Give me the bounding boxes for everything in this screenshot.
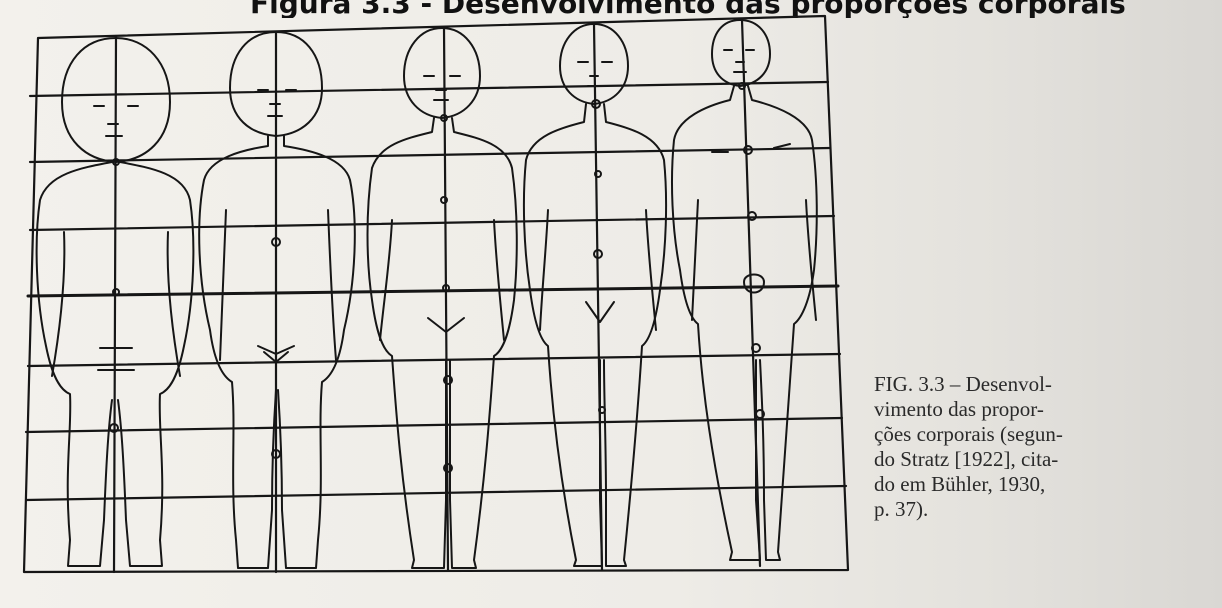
caption-line: do em Bühler, 1930, xyxy=(874,472,1054,497)
grid-line xyxy=(30,216,834,230)
grid-line xyxy=(28,354,840,366)
grid-line xyxy=(28,286,838,296)
grid-line xyxy=(30,82,828,96)
figure-drawing xyxy=(0,0,860,608)
caption-line: FIG. 3.3 – Desenvol- xyxy=(874,372,1054,397)
grid-line xyxy=(26,418,842,432)
caption-line: do Stratz [1922], cita- xyxy=(874,447,1054,472)
figure-older-child xyxy=(368,28,517,568)
figure-caption: FIG. 3.3 – Desenvol- vimento das propor-… xyxy=(874,372,1054,522)
caption-line: vimento das propor- xyxy=(874,397,1054,422)
center-line xyxy=(114,36,116,572)
body-proportions-figure xyxy=(0,0,860,608)
grid-line xyxy=(26,486,846,500)
caption-line: p. 37). xyxy=(874,497,1054,522)
caption-line: ções corporais (segun- xyxy=(874,422,1054,447)
